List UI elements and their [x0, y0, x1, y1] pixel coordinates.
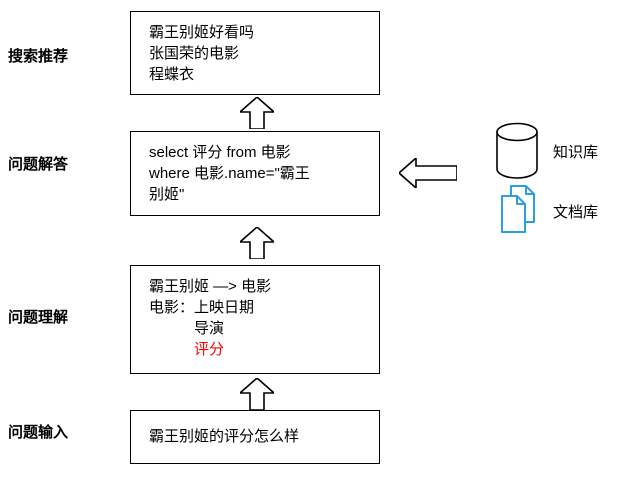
recommendation-line: 霸王别姬好看吗 [149, 24, 255, 41]
sql-line: where 电影.name="霸王 [149, 165, 310, 182]
input-line: 霸王别姬的评分怎么样 [149, 428, 300, 445]
document-base-label: 文档库 [553, 204, 599, 221]
stage-label-question-input: 问题输入 [8, 424, 69, 441]
up-arrow-icon [237, 225, 277, 264]
recommendation-line: 张国荣的电影 [149, 45, 240, 62]
understanding-line: 电影：上映日期 [149, 299, 255, 316]
up-arrow-icon [237, 95, 277, 134]
understanding-line: 导演 [194, 320, 225, 337]
sql-line: 别姬" [149, 186, 185, 203]
understanding-box: 霸王别姬 —> 电影 电影：上映日期 导演 评分 [130, 265, 380, 374]
understanding-line-highlighted: 评分 [194, 341, 225, 358]
stage-label-question-understand: 问题理解 [8, 309, 69, 326]
sql-line: select 评分 from 电影 [149, 144, 291, 161]
left-arrow-icon [397, 156, 458, 193]
stage-label-question-answer: 问题解答 [8, 156, 69, 173]
answer-box: select 评分 from 电影 where 电影.name="霸王 别姬" [130, 131, 380, 216]
input-box: 霸王别姬的评分怎么样 [130, 410, 380, 464]
stage-label-search-recommend: 搜索推荐 [8, 48, 69, 65]
documents-icon [499, 184, 537, 239]
recommendation-box: 霸王别姬好看吗 张国荣的电影 程蝶衣 [130, 11, 380, 95]
knowledge-base-label: 知识库 [553, 144, 599, 161]
recommendation-line: 程蝶衣 [149, 66, 195, 83]
understanding-line: 霸王别姬 —> 电影 [149, 278, 272, 295]
database-icon [495, 122, 539, 185]
